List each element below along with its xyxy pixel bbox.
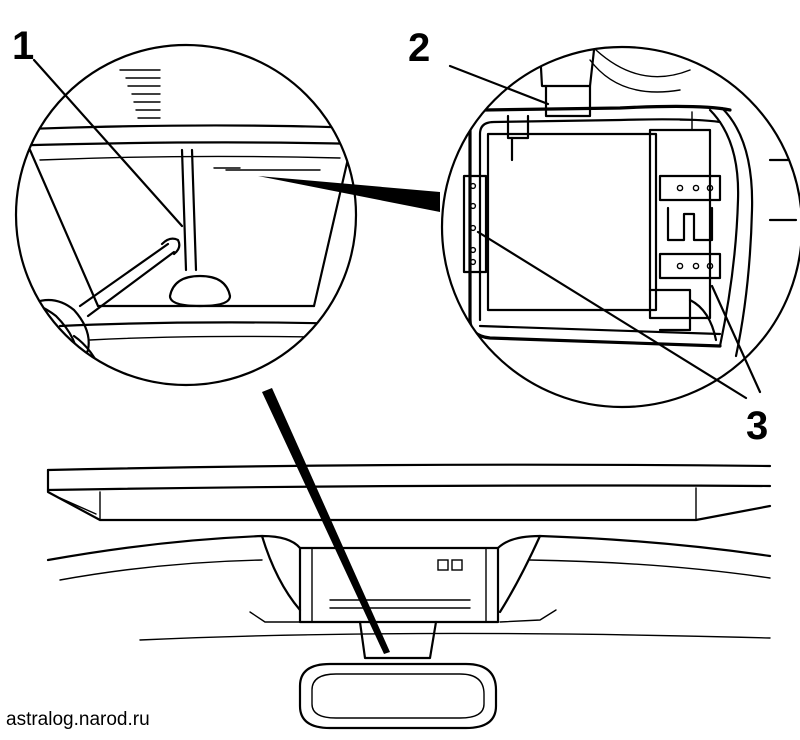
callout-label-3: 3 (746, 404, 769, 448)
headliner-overview (46, 463, 772, 730)
detail-circle-left (14, 43, 358, 387)
callout-label-1: 1 (12, 24, 35, 68)
leader-lines (32, 58, 762, 400)
watermark-text: astralog.narod.ru (6, 709, 150, 730)
zoom-pointers (258, 176, 440, 654)
callout-label-2: 2 (408, 26, 431, 70)
detail-circle-right (440, 45, 800, 409)
